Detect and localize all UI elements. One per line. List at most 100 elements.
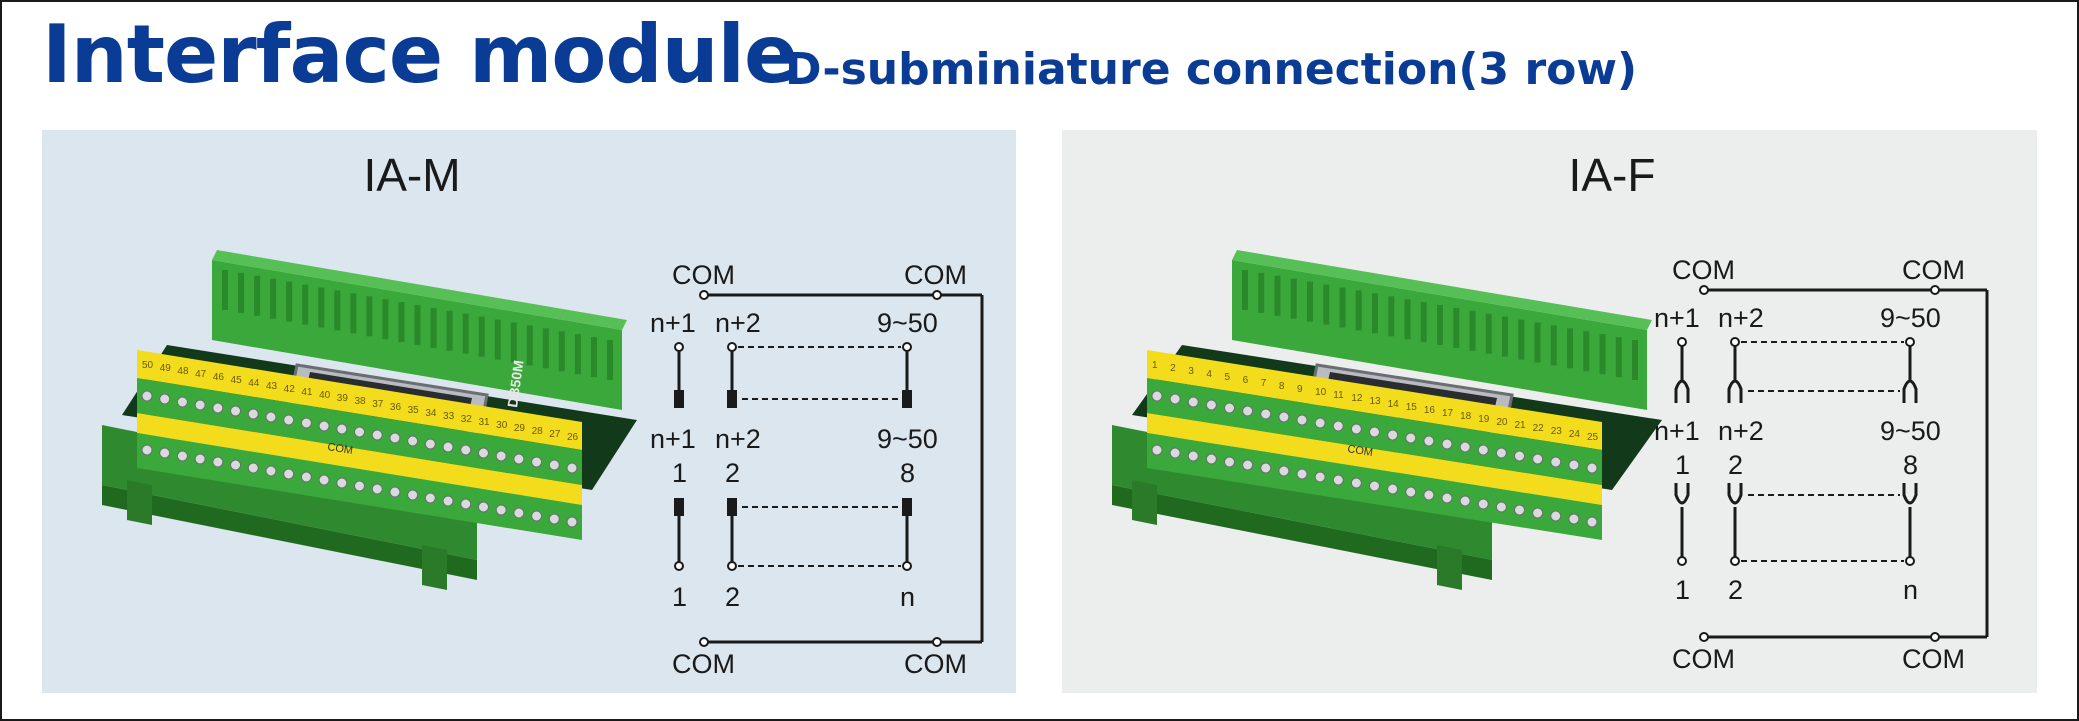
- terminal-screw: [1369, 480, 1380, 492]
- terminal-screw: [283, 468, 295, 480]
- terminal-slot: [414, 305, 421, 345]
- terminal-slot: [462, 313, 469, 354]
- terminal-number: 25: [1587, 432, 1599, 443]
- terminal-screw: [477, 447, 489, 459]
- terminal-screw: [141, 444, 153, 456]
- ia-m-board-text: DB50M: [504, 359, 526, 408]
- terminal-slot: [1550, 325, 1557, 366]
- terminal-slot: [270, 278, 277, 319]
- terminal-number: 20: [1496, 417, 1508, 428]
- terminal-slot: [607, 340, 613, 380]
- terminal-screw: [1532, 453, 1544, 465]
- page-title: Interface module: [42, 8, 798, 101]
- ia-m-row4-a: 1: [672, 582, 687, 612]
- terminal-screw: [300, 417, 312, 429]
- terminal-screw: [159, 393, 171, 405]
- terminal-number: 50: [142, 360, 154, 371]
- terminal-slot: [446, 310, 453, 351]
- ia-f-back-terminals: [1242, 270, 1638, 380]
- terminal-slot: [430, 307, 437, 348]
- terminal-number: 26: [567, 432, 579, 443]
- terminal-slot: [542, 328, 549, 369]
- terminal-screw: [318, 420, 330, 432]
- ia-f-row4-c: n: [1903, 575, 1918, 605]
- terminal-screw: [566, 462, 578, 474]
- terminal-screw: [1350, 423, 1362, 435]
- terminal-number: 6: [1243, 375, 1249, 386]
- terminal-screw: [1586, 462, 1598, 474]
- terminal-number: 8: [1279, 381, 1285, 392]
- ia-f-row3-b: 2: [1728, 450, 1743, 480]
- terminal-screw: [194, 399, 206, 411]
- terminal-screw: [336, 423, 348, 435]
- terminal-screw: [141, 390, 153, 402]
- terminal-number: 13: [1370, 396, 1382, 407]
- terminal-screw: [230, 459, 242, 471]
- ia-f-row4-b: 2: [1728, 575, 1743, 605]
- ia-f-row3-a: 1: [1675, 450, 1690, 480]
- terminal-screw: [1205, 399, 1217, 411]
- terminal-slot: [574, 334, 581, 375]
- terminal-slot: [1355, 290, 1362, 331]
- terminal-screw: [1387, 483, 1399, 495]
- terminal-screw: [424, 438, 436, 450]
- terminal-number: 10: [1315, 387, 1327, 398]
- terminal-screw: [1242, 405, 1254, 417]
- terminal-screw: [265, 465, 277, 477]
- terminal-number: 19: [1478, 414, 1490, 425]
- terminal-screw: [1260, 408, 1272, 420]
- ia-m-row2-a: n+1: [650, 424, 696, 454]
- ia-m-row4-b: 2: [725, 582, 740, 612]
- terminal-screw: [1441, 438, 1453, 450]
- ia-f-row2-c: 9~50: [1880, 416, 1941, 446]
- terminal-screw: [176, 396, 188, 408]
- terminal-slot: [302, 284, 309, 325]
- terminal-slot: [1615, 337, 1622, 378]
- terminal-screw: [1350, 477, 1362, 489]
- terminal-number: 38: [355, 396, 367, 407]
- terminal-slot: [1469, 310, 1476, 351]
- terminal-slot: [1388, 296, 1395, 337]
- ia-m-com-top-right: COM: [904, 260, 967, 290]
- terminal-number: 40: [319, 390, 331, 401]
- terminal-slot: [1307, 281, 1313, 322]
- terminal-number: 44: [248, 378, 260, 389]
- terminal-screw: [1224, 402, 1235, 414]
- terminal-screw: [407, 489, 419, 501]
- terminal-screw: [1459, 495, 1471, 507]
- ia-m-row2-b: n+2: [715, 424, 761, 454]
- terminal-screw: [389, 432, 401, 444]
- ia-f-com-bottom-right: COM: [1902, 644, 1965, 674]
- terminal-screw: [1242, 459, 1254, 471]
- terminal-number: 31: [478, 417, 490, 428]
- ia-m-back-terminals: [222, 270, 613, 380]
- terminal-screw: [283, 414, 295, 426]
- terminal-slot: [1437, 305, 1443, 345]
- terminal-screw: [442, 441, 454, 453]
- terminal-number: 46: [213, 372, 225, 383]
- terminal-slot: [510, 322, 517, 363]
- terminal-slot: [1420, 302, 1427, 343]
- terminal-screw: [531, 510, 543, 522]
- ia-f-module-image: CE 1234567891011121314151617181920212223…: [1112, 250, 1662, 590]
- terminal-number: 47: [195, 369, 207, 380]
- ia-f-com-top-left: COM: [1672, 255, 1735, 285]
- terminal-slot: [1518, 319, 1525, 360]
- terminal-screw: [460, 498, 472, 510]
- terminal-screw: [477, 501, 489, 513]
- ia-m-com-label: COM: [327, 441, 354, 457]
- terminal-screw: [1387, 429, 1399, 441]
- terminal-slot: [1502, 316, 1508, 357]
- terminal-screw: [318, 474, 330, 486]
- terminal-number: 3: [1188, 366, 1194, 377]
- terminal-screw: [1151, 390, 1163, 402]
- terminal-screw: [1169, 447, 1181, 459]
- terminal-number: 37: [372, 399, 384, 410]
- terminal-number: 27: [549, 429, 561, 440]
- terminal-screw: [566, 516, 578, 528]
- terminal-screw: [1405, 486, 1417, 498]
- terminal-slot: [1534, 322, 1541, 363]
- terminal-slot: [1323, 284, 1330, 325]
